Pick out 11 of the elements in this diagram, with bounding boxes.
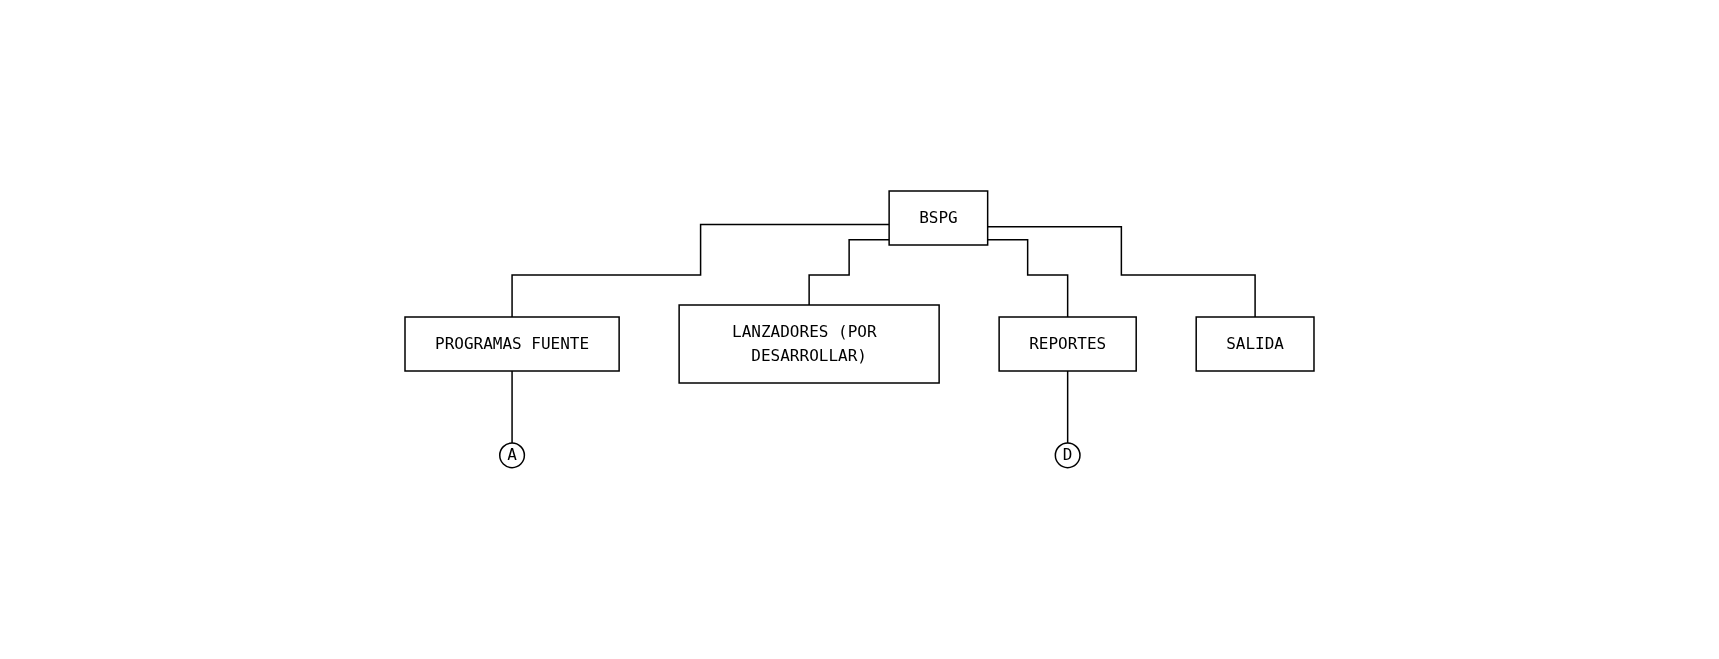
connector	[511, 370, 513, 444]
connector	[511, 224, 890, 318]
node-box: LANZADORES (POR DESARROLLAR)	[678, 304, 940, 384]
connector	[1066, 370, 1069, 444]
node-box: SALIDA	[1195, 316, 1315, 372]
node-circle: D	[1054, 442, 1081, 469]
connector	[808, 239, 890, 306]
node-box: PROGRAMAS FUENTE	[404, 316, 620, 372]
node-box: BSPG	[888, 190, 989, 246]
node-box: REPORTES	[998, 316, 1137, 372]
node-circle: A	[499, 442, 526, 469]
